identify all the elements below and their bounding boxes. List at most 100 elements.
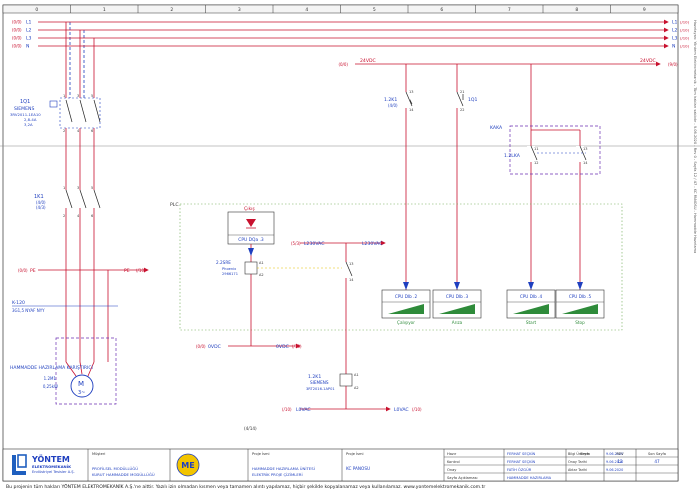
terminal-label: 11 xyxy=(534,147,538,151)
contactor-coil xyxy=(339,373,353,387)
tb-row-key: Sayfa Açıklaması xyxy=(447,476,477,480)
kaka-tag: 1.2LKA xyxy=(504,153,521,159)
busbar-l1-label-left: L1 xyxy=(26,20,32,26)
aclo-ref-left: (/10) xyxy=(282,407,292,412)
title-block: YÖNTEM ELEKTROMEKANİK Endüstriyel Tesisl… xyxy=(2,448,679,482)
ac-control-bus: (5/3) L230VAC L230VAC 13 14 A1 A2 1.2K1 … xyxy=(282,240,422,413)
tb-row-key: Onay xyxy=(447,468,457,472)
column-label: 2 xyxy=(170,7,173,13)
terminal-label: 13 xyxy=(349,262,353,266)
terminal-label: 2 xyxy=(63,129,65,133)
contact-1k1-ref: (4/0) xyxy=(388,103,398,108)
coil-maker: SIEMENS xyxy=(310,380,329,385)
input-symbol-icon xyxy=(439,304,475,314)
cable-tag: K-120 xyxy=(12,300,25,306)
busbar-l2-ref-left: (0/0) xyxy=(12,28,22,33)
input-name: Arıza xyxy=(452,320,463,325)
relay-part: 2966171 xyxy=(222,272,238,276)
column-label: 3 xyxy=(238,7,241,13)
busbar-l1-label-right: L1 xyxy=(672,20,678,26)
tb-row-date: 9.06.2020 xyxy=(606,468,623,472)
input-arrow-icon xyxy=(403,282,409,290)
column-label: 1 xyxy=(103,7,106,13)
input-symbol-icon xyxy=(388,304,424,314)
motor-phase: 3~ xyxy=(78,390,85,396)
drawing-line-1: HAMMADDE HAZIRLAMA ÜNİTESİ xyxy=(252,466,315,471)
input-label: CPU DIb .5 xyxy=(569,294,592,299)
busbar-l3-label-left: L3 xyxy=(26,36,32,42)
terminal-label: 2 xyxy=(63,214,65,218)
busbar-l3-ref-right: (/10) xyxy=(680,36,690,41)
busbar-l2-ref-right: (/10) xyxy=(680,28,690,33)
terminal-label: 4 xyxy=(77,129,80,133)
terminal-label: 22 xyxy=(460,108,464,112)
tb-row-value: HAMMADDE HAZIRLAMA xyxy=(507,476,552,480)
cable-label: K-120 3G1,5 NYAF NYY xyxy=(12,300,118,313)
ac-label-right: L230VAC xyxy=(362,241,382,247)
aclo-ref-right: (/10) xyxy=(412,407,422,412)
pe-label-right: PE xyxy=(124,268,130,274)
thermal-trip-icon xyxy=(49,100,58,108)
tb-row-key: Hazır xyxy=(447,452,457,456)
motor-power: 0,25kW xyxy=(43,384,58,389)
column-label: 6 xyxy=(440,7,443,13)
breaker-setting: 3,2A xyxy=(24,122,33,127)
terminal-label: 4 xyxy=(77,214,80,218)
tb-row-value: FERHAT SEÇKİN xyxy=(507,451,536,456)
project-line-2: KURUT HAMMADDE MODÜLLÜĞÜ xyxy=(92,472,155,477)
dc-label-right: 24VDC xyxy=(640,58,656,64)
dc0-label-left: 0VDC xyxy=(208,344,221,350)
tb-row-date: 9.06.2020 xyxy=(606,460,623,464)
contactor-ref: (4/0) xyxy=(36,200,46,205)
ac-ref-left: (5/3) xyxy=(291,241,301,246)
pe-ref-left: (0/0) xyxy=(18,268,28,273)
pe-label-left: PE xyxy=(30,268,36,274)
interface-relay: 2.2SRE Phoenix 2966171 A1 A2 xyxy=(216,260,346,277)
busbar-n-ref-left: (0/0) xyxy=(12,44,22,49)
busbar-n-label-right: N xyxy=(672,44,675,50)
column-label: 8 xyxy=(575,7,578,13)
terminal-label: 5 xyxy=(91,94,93,98)
plc-out-label: CPU DQa .3 xyxy=(238,237,264,243)
coil-part: 3RT2016-1AP01 xyxy=(306,387,335,391)
terminal-label: 1 xyxy=(63,186,65,190)
tb-row-value: FATİH ÖZGÜR xyxy=(507,467,532,472)
project-label: Müşteri xyxy=(92,452,105,456)
terminal-label: 14 xyxy=(583,161,588,165)
tb-row-date: 9.06.2020 xyxy=(606,452,623,456)
plc-input-2: CPU DIb .3 Arıza xyxy=(432,282,482,325)
cross-ref-note: (4/14) xyxy=(244,426,257,431)
motor-tag: 1.2M1 xyxy=(44,376,57,381)
tb-row-key: Kontrol xyxy=(447,460,460,464)
terminal-label: A2 xyxy=(354,386,359,390)
input-label: CPU DIb .3 xyxy=(446,294,469,299)
total-pages: 47 xyxy=(654,459,660,464)
plc-label: PLC xyxy=(170,202,179,208)
input-label: CPU DIb .2 xyxy=(395,294,418,299)
terminal-label: A1 xyxy=(259,261,264,265)
pe-ref-right: (/10) xyxy=(136,268,146,273)
busbar-l2-label-right: L2 xyxy=(672,28,678,34)
kaka-pushbutton-box: KAKA 1.2LKA 11 12 13 14 xyxy=(490,125,601,175)
column-label: 0 xyxy=(35,7,38,13)
contact-1k1-tag: 1.2K1 xyxy=(384,97,397,103)
plc-output-module: Çıkış CPU DQa .3 xyxy=(227,206,275,346)
rev-label: REV xyxy=(616,452,624,456)
tb-row-date-label: Onay Tarihi xyxy=(568,460,587,464)
sheet-label: Proje İsmi xyxy=(346,451,363,456)
main-contactor: 1K1 (4/0) (4/3) 1 3 5 2 4 6 xyxy=(34,186,101,218)
terminal-label: 14 xyxy=(409,108,414,112)
copyright-footer: Bu projenin tüm hakları YÖNTEM ELEKTROME… xyxy=(6,483,485,490)
page-number: 12 xyxy=(617,459,623,464)
contact-1q1-tag: 1Q1 xyxy=(468,97,478,103)
total-label: Son Sayfa xyxy=(648,452,666,456)
project-line-1: PROFİLSEL MODÜLLÜĞÜ xyxy=(92,466,138,471)
kaka-label: KAKA xyxy=(490,125,503,131)
plc-area: PLC xyxy=(170,202,623,331)
dc0-label-right: 0VDC xyxy=(276,344,289,350)
breaker-tag: 1Q1 xyxy=(20,99,30,105)
client-logo: ME xyxy=(176,453,200,477)
ac-label-left: L230VAC xyxy=(304,241,324,247)
